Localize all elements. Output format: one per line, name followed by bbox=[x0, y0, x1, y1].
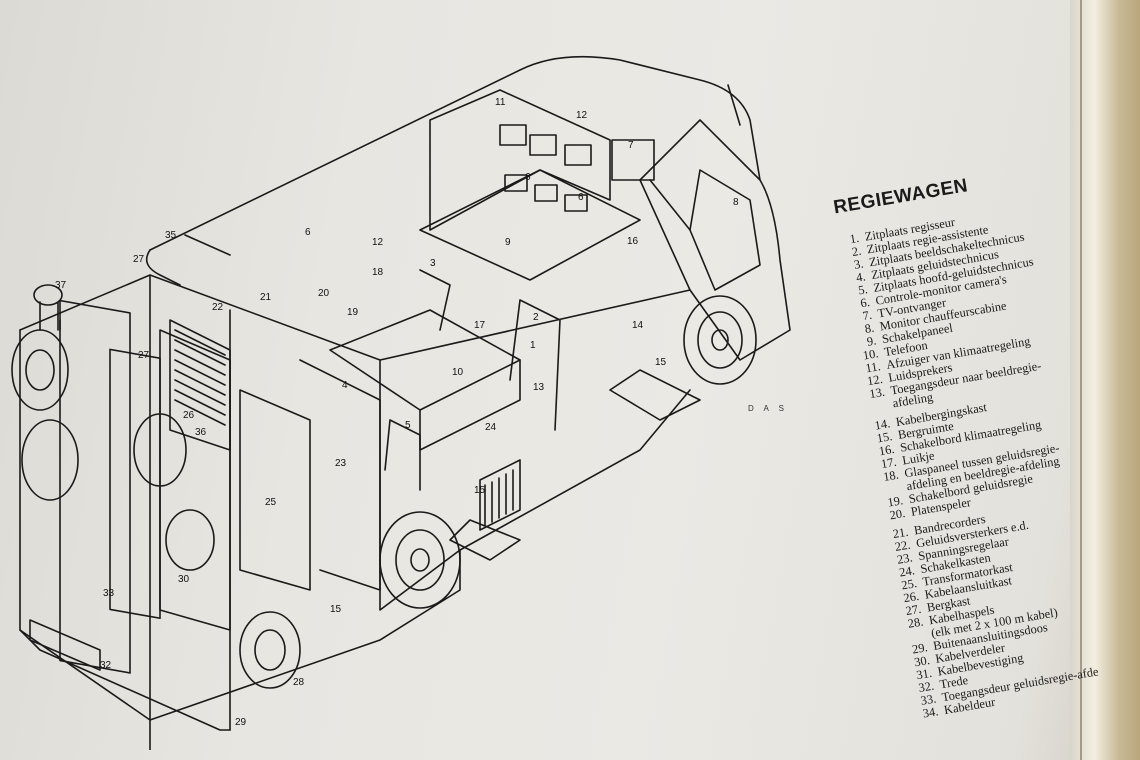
callout-13: 13 bbox=[533, 382, 545, 393]
front-wheel bbox=[683, 295, 757, 385]
van-cutaway-illustration: 1 2 3 4 5 6 6 6 7 8 9 10 11 12 12 13 14 … bbox=[11, 55, 791, 750]
callout-9: 9 bbox=[505, 237, 511, 248]
callout-27b: 27 bbox=[138, 350, 150, 361]
callout-3: 3 bbox=[430, 258, 436, 269]
callout-10: 10 bbox=[452, 367, 464, 378]
callout-30: 30 bbox=[178, 574, 190, 585]
callout-29: 29 bbox=[235, 717, 247, 728]
callout-37: 37 bbox=[55, 280, 67, 291]
callout-5: 5 bbox=[405, 420, 411, 431]
callout-15a: 15 bbox=[655, 357, 667, 368]
callout-15c: 15 bbox=[330, 604, 342, 615]
van-cab bbox=[639, 119, 791, 361]
callout-33: 33 bbox=[103, 588, 115, 599]
callout-7: 7 bbox=[628, 140, 634, 151]
callout-26: 26 bbox=[183, 410, 195, 421]
callout-2: 2 bbox=[533, 312, 539, 323]
callout-15b: 15 bbox=[474, 485, 486, 496]
artist-signature: D A S bbox=[748, 404, 789, 413]
callout-27a: 27 bbox=[133, 254, 145, 265]
callout-6c: 6 bbox=[578, 192, 584, 203]
callout-23: 23 bbox=[335, 458, 347, 469]
callout-21: 21 bbox=[260, 292, 272, 303]
control-desk bbox=[329, 309, 521, 411]
callout-1: 1 bbox=[530, 340, 536, 351]
callout-28: 28 bbox=[293, 677, 305, 688]
callout-24: 24 bbox=[485, 422, 497, 433]
gutter-line bbox=[1080, 0, 1082, 760]
callout-12a: 12 bbox=[576, 110, 588, 121]
callout-25: 25 bbox=[265, 497, 277, 508]
callout-18: 18 bbox=[372, 267, 384, 278]
callout-11: 11 bbox=[495, 97, 506, 108]
callout-12b: 12 bbox=[372, 237, 384, 248]
van-roof bbox=[149, 55, 761, 251]
legend-item-number: 20. bbox=[888, 506, 907, 523]
rear-wheel bbox=[379, 511, 461, 609]
callout-36: 36 bbox=[195, 427, 207, 438]
callout-6a: 6 bbox=[305, 227, 311, 238]
callout-8: 8 bbox=[733, 197, 739, 208]
callout-17: 17 bbox=[474, 320, 486, 331]
van-floor bbox=[19, 274, 691, 361]
callout-16: 16 bbox=[627, 236, 639, 247]
callout-6b: 6 bbox=[525, 172, 531, 183]
callout-14: 14 bbox=[632, 320, 644, 331]
callout-35: 35 bbox=[165, 230, 177, 241]
callout-4: 4 bbox=[342, 380, 348, 391]
callout-32: 32 bbox=[100, 660, 112, 671]
callout-22: 22 bbox=[212, 302, 224, 313]
callout-19: 19 bbox=[347, 307, 359, 318]
callout-20: 20 bbox=[318, 288, 330, 299]
